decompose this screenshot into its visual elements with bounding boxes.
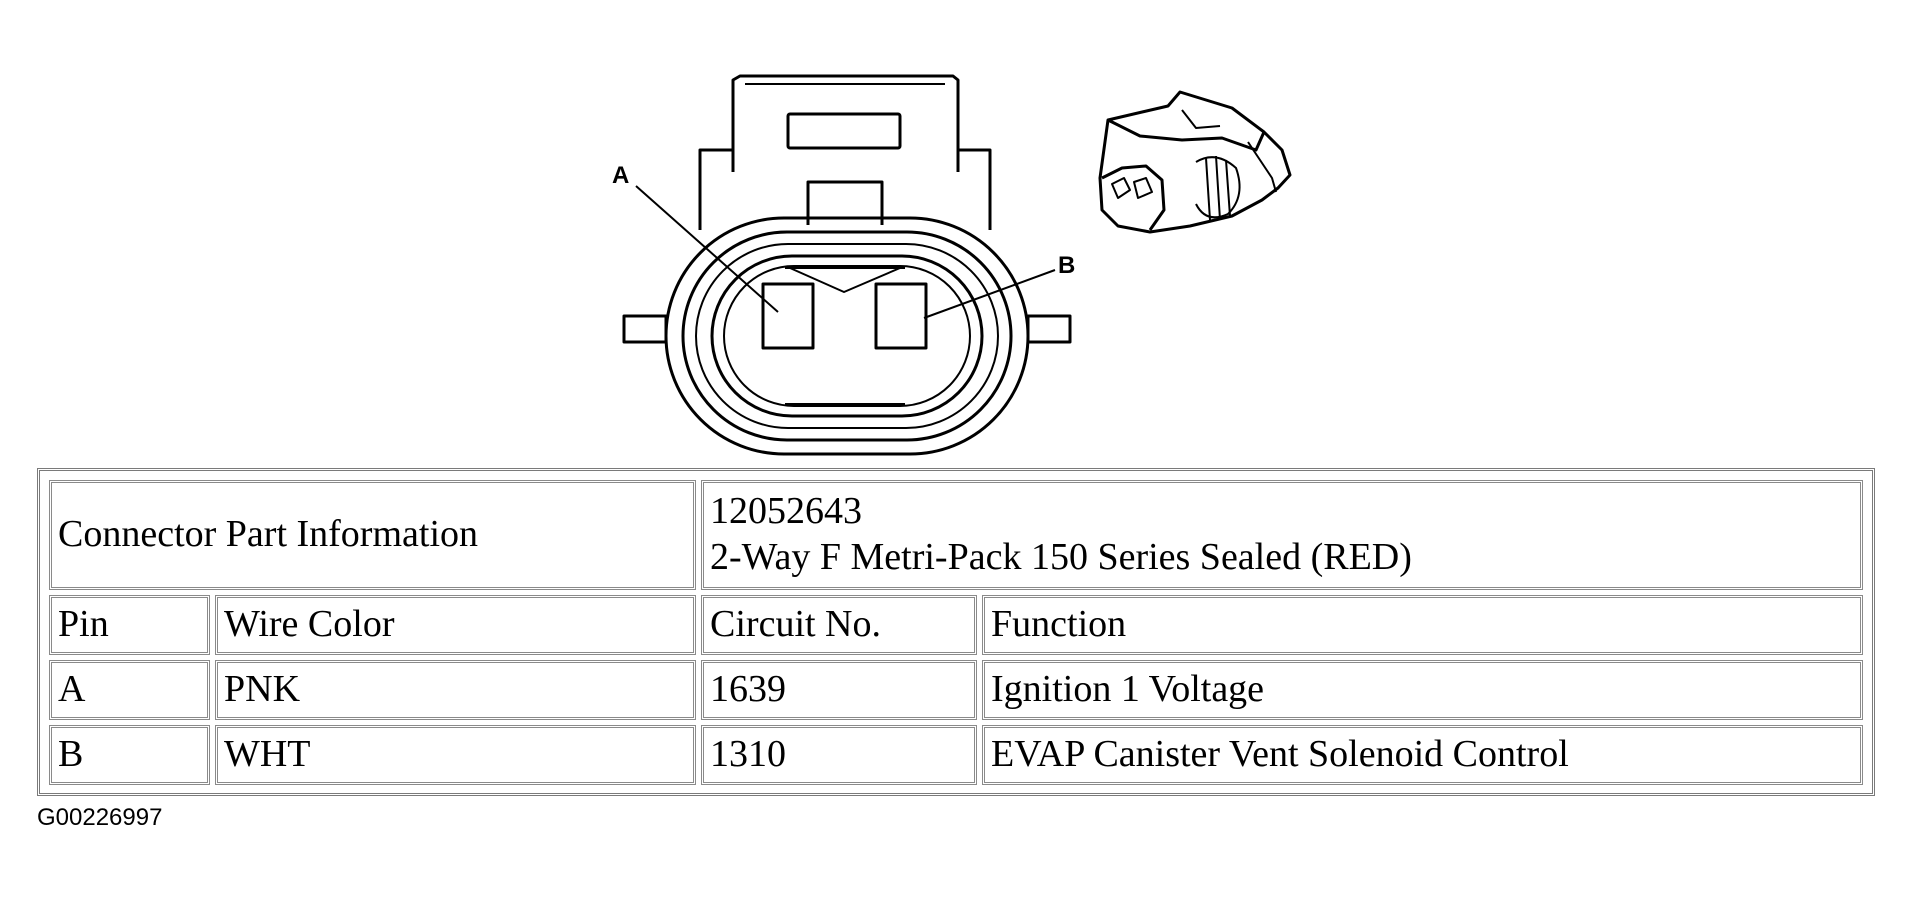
side-ear-left: [622, 314, 668, 344]
part-description: 2-Way F Metri-Pack 150 Series Sealed (RE…: [710, 536, 1412, 578]
connector-pinout-table: Connector Part Information 12052643 2-Wa…: [37, 468, 1875, 796]
connector-face-view: [622, 74, 1072, 456]
connector-face-diagram: A B: [612, 74, 1292, 456]
circuit-no-cell: 1639: [701, 660, 978, 720]
figure-id: G00226997: [37, 804, 163, 831]
pin-cell: A: [49, 660, 210, 720]
lock-window: [786, 112, 902, 150]
table-row: A PNK 1639 Ignition 1 Voltage: [49, 660, 1863, 720]
callout-leader-a: [635, 185, 779, 313]
part-info-label: Connector Part Information: [49, 480, 697, 590]
header-wire-color: Wire Color: [215, 595, 697, 655]
terminal-cavity-a: [761, 282, 815, 350]
pin-label-a: A: [612, 162, 629, 189]
header-circuit-no: Circuit No.: [701, 595, 978, 655]
wire-color-cell: PNK: [215, 660, 697, 720]
locking-tab: [731, 74, 960, 172]
header-pin: Pin: [49, 595, 210, 655]
circuit-no-cell: 1310: [701, 725, 978, 785]
callout-leaders: [635, 185, 1056, 319]
callout-leader-b: [923, 269, 1056, 319]
pin-cell: B: [49, 725, 210, 785]
table-header-row: Pin Wire Color Circuit No. Function: [49, 595, 1863, 655]
outer-seal-ring: [664, 216, 1030, 456]
function-cell: EVAP Canister Vent Solenoid Control: [982, 725, 1863, 785]
function-cell: Ignition 1 Voltage: [982, 660, 1863, 720]
side-ear-right: [1026, 314, 1072, 344]
connector-isometric-view: [1098, 90, 1292, 234]
table-row: B WHT 1310 EVAP Canister Vent Solenoid C…: [49, 725, 1863, 785]
header-function: Function: [982, 595, 1863, 655]
connector-shoulder: [698, 148, 992, 230]
wire-color-cell: WHT: [215, 725, 697, 785]
pin-label-b: B: [1058, 252, 1075, 279]
part-info-row: Connector Part Information 12052643 2-Wa…: [49, 480, 1863, 590]
terminal-cavity-b: [874, 282, 928, 350]
part-info-value: 12052643 2-Way F Metri-Pack 150 Series S…: [701, 480, 1863, 590]
part-number: 12052643: [710, 490, 863, 533]
